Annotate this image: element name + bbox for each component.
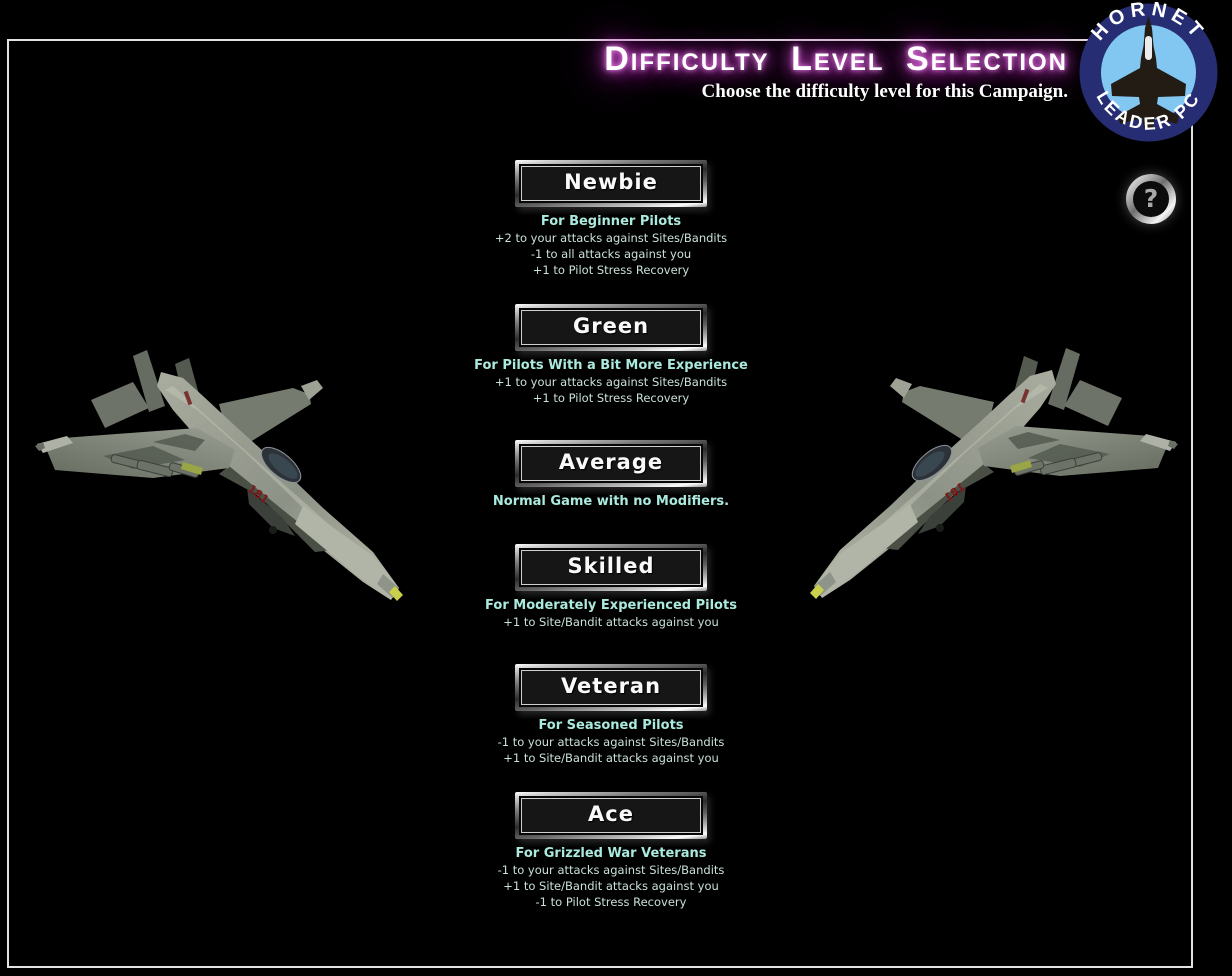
difficulty-description-header: For Pilots With a Bit More Experience: [474, 358, 748, 373]
header: Difficulty Level Selection Choose the di…: [368, 40, 1068, 103]
jet-right-image: 181: [792, 336, 1180, 608]
jet-left-image: 181: [33, 338, 421, 610]
difficulty-option-skilled: Skilled For Moderately Experienced Pilot…: [401, 544, 821, 630]
difficulty-button-newbie[interactable]: Newbie: [515, 160, 707, 207]
button-face: Veteran: [521, 670, 701, 705]
difficulty-option-average: Average Normal Game with no Modifiers.: [401, 440, 821, 510]
difficulty-button-green[interactable]: Green: [515, 304, 707, 351]
app-logo: HORNET LEADER PC: [1079, 2, 1218, 142]
button-face: Newbie: [521, 166, 701, 201]
difficulty-button-veteran[interactable]: Veteran: [515, 664, 707, 711]
page-title: Difficulty Level Selection: [604, 40, 1068, 78]
difficulty-button-ace[interactable]: Ace: [515, 792, 707, 839]
f18-hornet-render: 181: [35, 350, 403, 601]
difficulty-description: For Beginner Pilots +2 to your attacks a…: [401, 214, 821, 278]
button-face: Green: [521, 310, 701, 345]
difficulty-modifier-line: -1 to your attacks against Sites/Bandits: [497, 735, 725, 749]
page-subtitle: Choose the difficulty level for this Cam…: [701, 80, 1068, 102]
difficulty-description-header: For Seasoned Pilots: [538, 718, 684, 733]
logo-jet-canopy: [1145, 36, 1152, 60]
difficulty-button-label: Skilled: [567, 554, 655, 578]
difficulty-button-label: Average: [558, 450, 664, 474]
button-inner-gap: Skilled: [519, 548, 703, 587]
difficulty-button-label: Newbie: [564, 170, 658, 194]
button-inner-gap: Average: [519, 444, 703, 483]
difficulty-description-header: For Grizzled War Veterans: [515, 846, 707, 861]
button-face: Skilled: [521, 550, 701, 585]
difficulty-modifier-line: +2 to your attacks against Sites/Bandits: [494, 231, 728, 245]
difficulty-modifier-line: +1 to Site/Bandit attacks against you: [503, 751, 719, 765]
difficulty-button-label: Green: [572, 314, 650, 338]
difficulty-modifier-line: -1 to your attacks against Sites/Bandits: [497, 863, 725, 877]
logo-jet-silhouette: [1111, 16, 1186, 130]
button-inner-gap: Veteran: [519, 668, 703, 707]
difficulty-option-green: Green For Pilots With a Bit More Experie…: [401, 304, 821, 406]
button-face: Average: [521, 446, 701, 481]
difficulty-description-header: For Beginner Pilots: [540, 214, 682, 229]
difficulty-description: For Grizzled War Veterans -1 to your att…: [401, 846, 821, 910]
difficulty-button-average[interactable]: Average: [515, 440, 707, 487]
difficulty-modifier-line: +1 to Site/Bandit attacks against you: [503, 615, 719, 629]
difficulty-modifier-line: +1 to Site/Bandit attacks against you: [503, 879, 719, 893]
difficulty-button-label: Ace: [588, 802, 634, 826]
button-inner-gap: Newbie: [519, 164, 703, 203]
difficulty-modifier-line: +1 to Pilot Stress Recovery: [532, 391, 690, 405]
difficulty-description: For Pilots With a Bit More Experience +1…: [401, 358, 821, 406]
help-button[interactable]: ?: [1126, 174, 1176, 224]
button-inner-gap: Ace: [519, 796, 703, 835]
difficulty-description: For Seasoned Pilots -1 to your attacks a…: [401, 718, 821, 766]
difficulty-option-ace: Ace For Grizzled War Veterans -1 to your…: [401, 792, 821, 910]
difficulty-description: For Moderately Experienced Pilots +1 to …: [401, 598, 821, 630]
difficulty-button-skilled[interactable]: Skilled: [515, 544, 707, 591]
difficulty-description: Normal Game with no Modifiers.: [401, 494, 821, 510]
difficulty-description-header: Normal Game with no Modifiers.: [492, 494, 730, 509]
button-inner-gap: Green: [519, 308, 703, 347]
difficulty-option-newbie: Newbie For Beginner Pilots +2 to your at…: [401, 160, 821, 278]
difficulty-modifier-line: +1 to your attacks against Sites/Bandits: [494, 375, 728, 389]
f18-hornet-render: 181: [810, 348, 1178, 599]
question-mark-icon: ?: [1133, 181, 1169, 217]
difficulty-modifier-line: +1 to Pilot Stress Recovery: [532, 263, 690, 277]
difficulty-description-header: For Moderately Experienced Pilots: [485, 598, 737, 613]
difficulty-button-label: Veteran: [560, 674, 662, 698]
difficulty-option-veteran: Veteran For Seasoned Pilots -1 to your a…: [401, 664, 821, 766]
button-face: Ace: [521, 798, 701, 833]
difficulty-modifier-line: -1 to all attacks against you: [530, 247, 692, 261]
difficulty-modifier-line: -1 to Pilot Stress Recovery: [535, 895, 687, 909]
